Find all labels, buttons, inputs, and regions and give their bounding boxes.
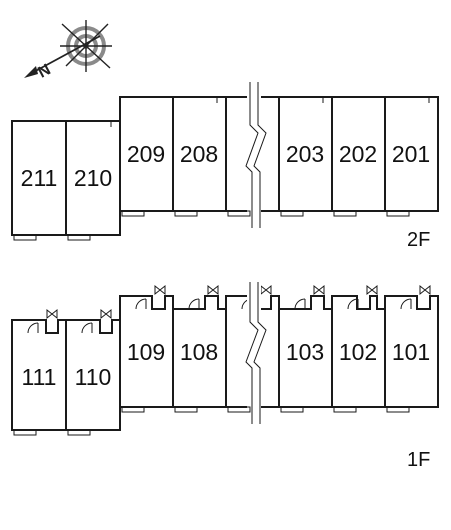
- floor-1f-plan: 111 110 109 108 103 102 101 1F: [11, 282, 439, 471]
- unit-211-label: 211: [21, 165, 58, 191]
- unit-109-label: 109: [127, 339, 165, 365]
- floor-label-2f: 2F: [407, 229, 430, 251]
- compass-north-arrow-icon: N: [24, 20, 112, 82]
- unit-208-label: 208: [180, 141, 218, 167]
- unit-101-label: 101: [392, 339, 430, 365]
- unit-209-label: 209: [127, 141, 165, 167]
- unit-103-label: 103: [286, 339, 324, 365]
- unit-102-label: 102: [339, 339, 377, 365]
- floor-2f-plan: 211 210 209 208 203 202 201 2F: [11, 82, 439, 251]
- unit-203-label: 203: [286, 141, 324, 167]
- unit-210-label: 210: [74, 165, 112, 191]
- unit-108-label: 108: [180, 339, 218, 365]
- unit-110-label: 110: [75, 364, 112, 390]
- unit-111-label: 111: [22, 364, 57, 390]
- floor-label-1f: 1F: [407, 449, 430, 471]
- unit-201-label: 201: [392, 141, 430, 167]
- north-letter: N: [35, 61, 53, 81]
- unit-202-label: 202: [339, 141, 377, 167]
